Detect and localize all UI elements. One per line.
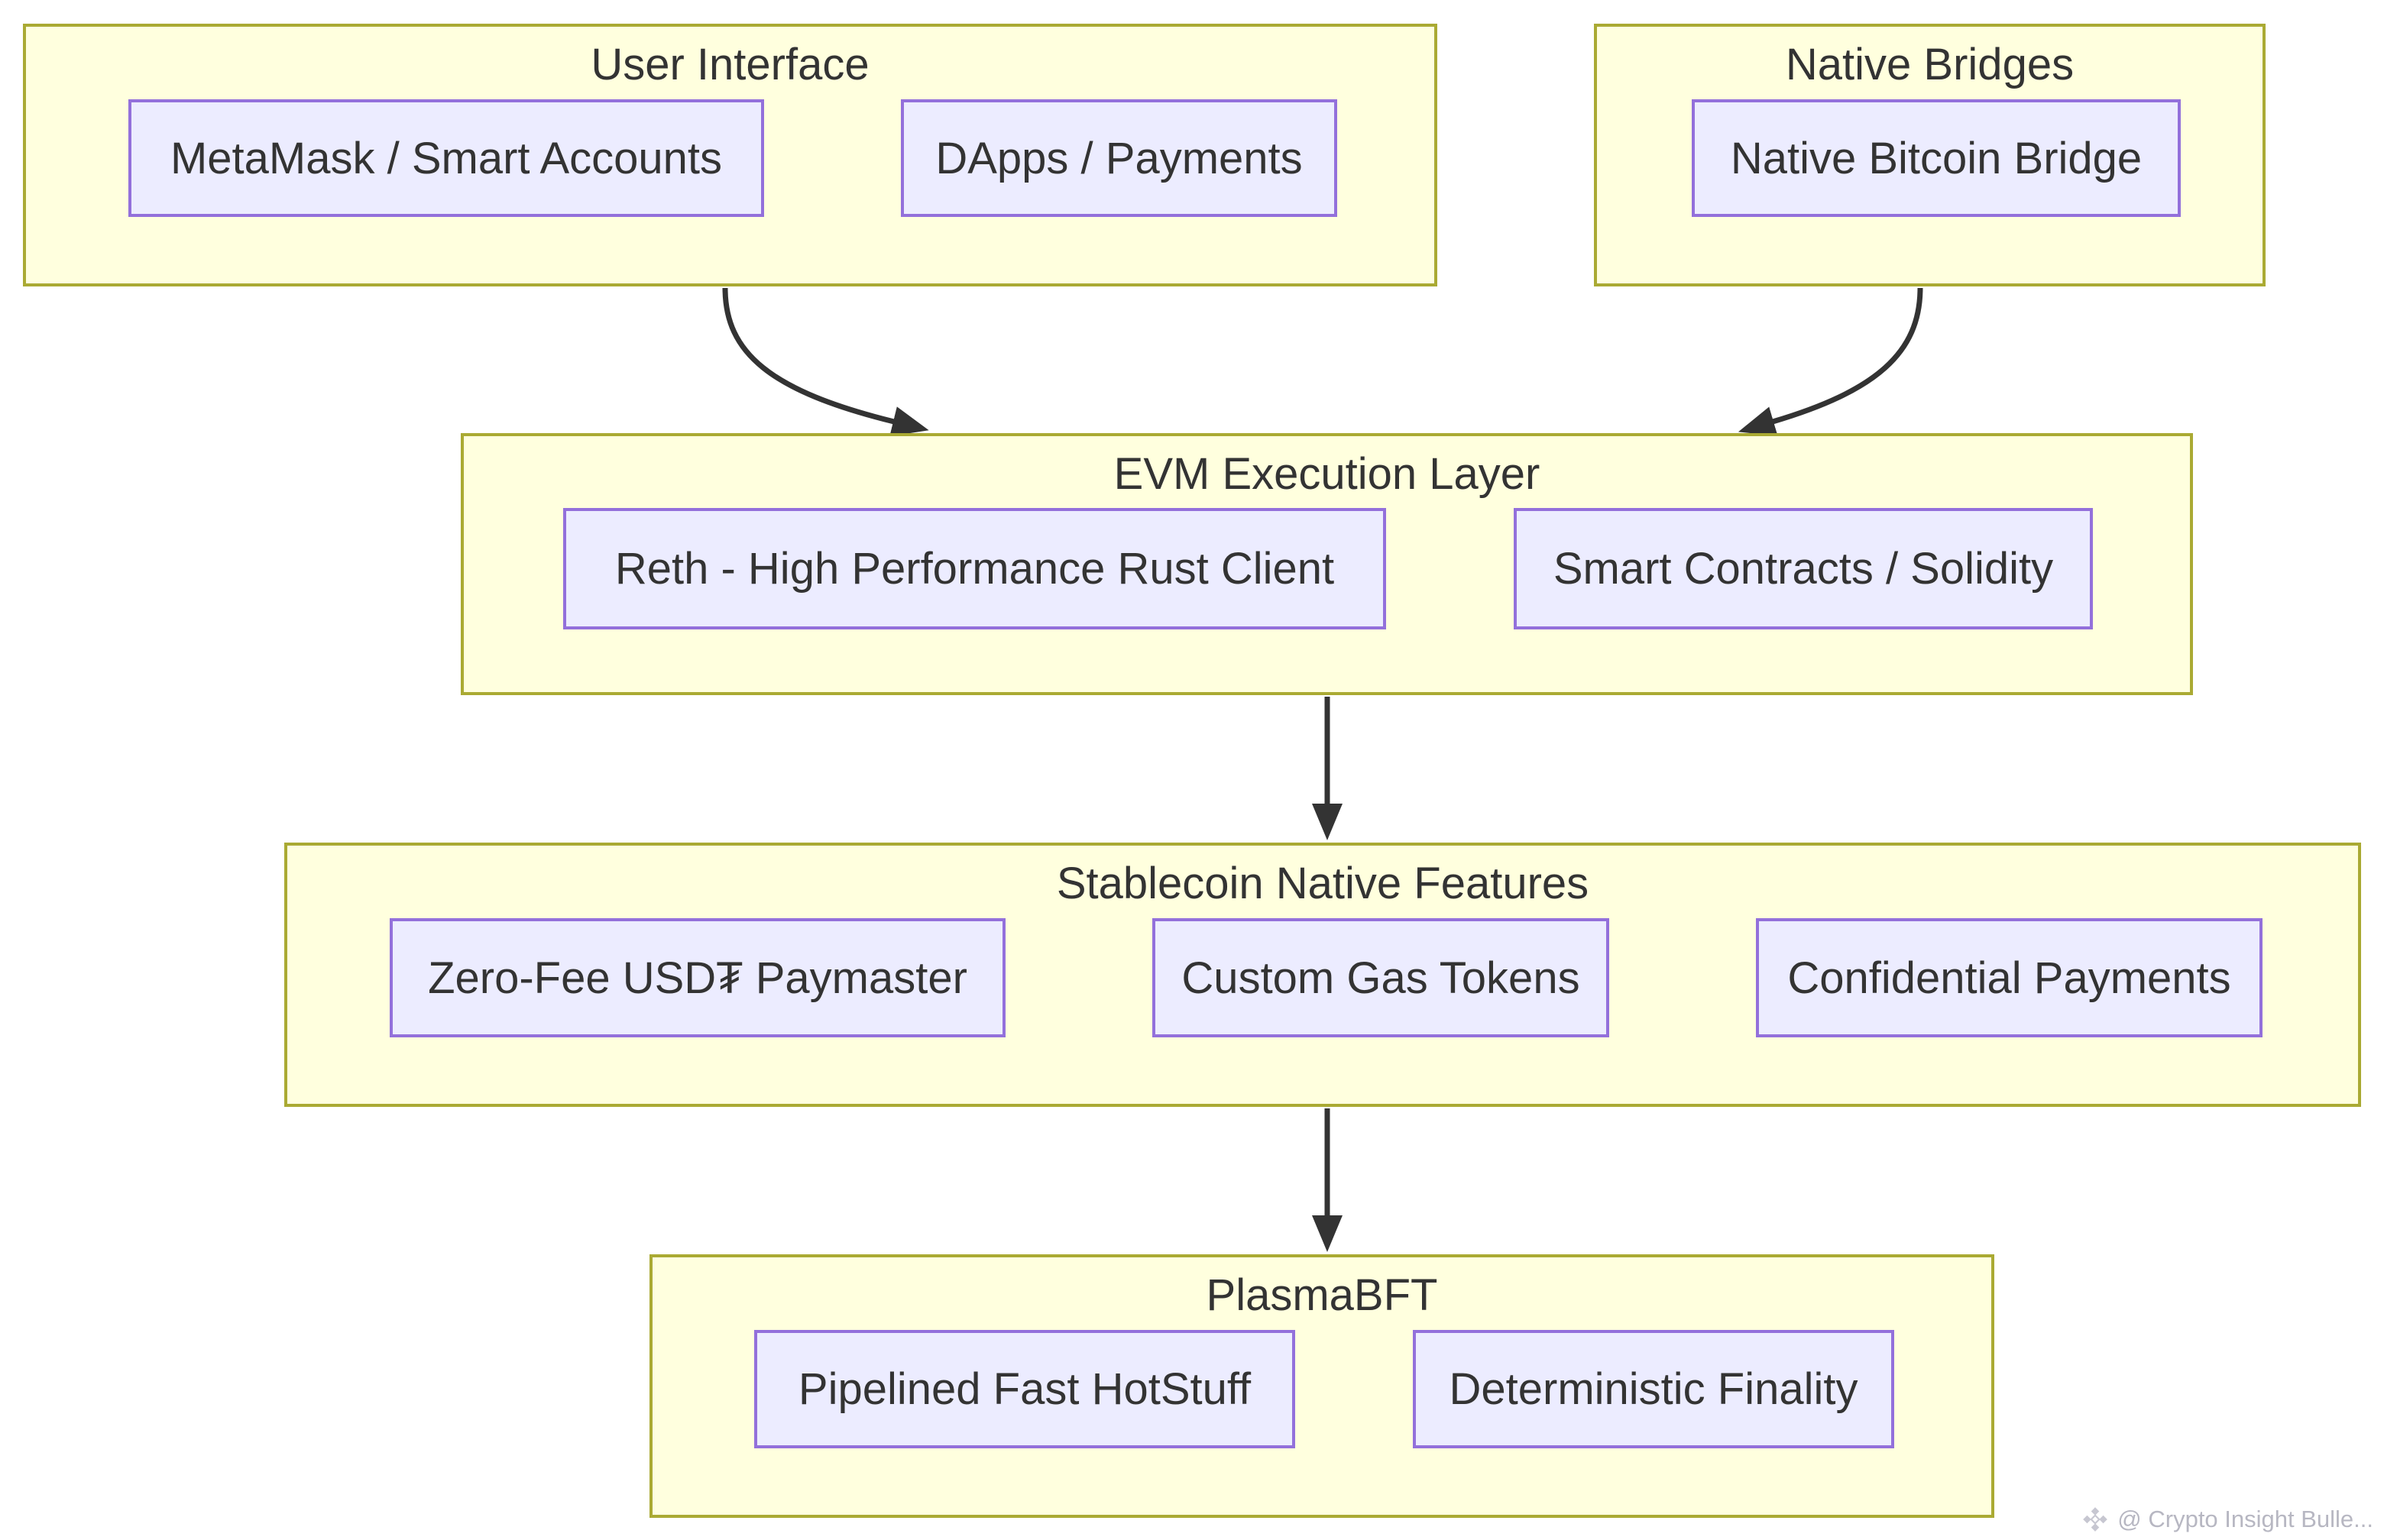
cluster-evm-execution-layer: EVM Execution Layer Reth - High Performa… <box>461 433 2193 695</box>
node-native-bitcoin-bridge: Native Bitcoin Bridge <box>1692 99 2181 217</box>
cluster-title-user-interface: User Interface <box>591 40 870 89</box>
node-confidential-payments: Confidential Payments <box>1756 918 2263 1037</box>
cluster-title-plasmabft: PlasmaBFT <box>1206 1270 1438 1320</box>
cluster-title-stablecoin-native-features: Stablecoin Native Features <box>1056 859 1589 908</box>
arrow-user-interface-to-evm <box>722 287 929 437</box>
gem-icon <box>2083 1507 2108 1532</box>
node-reth-rust-client: Reth - High Performance Rust Client <box>563 508 1386 629</box>
node-metamask-smart-accounts: MetaMask / Smart Accounts <box>128 99 764 217</box>
arrow-native-bridges-to-evm <box>1738 287 1923 436</box>
watermark: @ Crypto Insight Bulle... <box>2081 1505 2373 1534</box>
node-dapps-payments: DApps / Payments <box>901 99 1337 217</box>
cluster-title-native-bridges: Native Bridges <box>1785 40 2075 89</box>
cluster-user-interface: User Interface MetaMask / Smart Accounts… <box>23 24 1437 286</box>
node-smart-contracts-solidity: Smart Contracts / Solidity <box>1514 508 2093 629</box>
watermark-text: @ Crypto Insight Bulle... <box>2117 1506 2373 1532</box>
cluster-plasmabft: PlasmaBFT Pipelined Fast HotStuff Determ… <box>649 1254 1994 1518</box>
node-zero-fee-usdt-paymaster: Zero-Fee USD₮ Paymaster <box>390 918 1006 1037</box>
cluster-stablecoin-native-features: Stablecoin Native Features Zero-Fee USD₮… <box>284 843 2361 1107</box>
cluster-native-bridges: Native Bridges Native Bitcoin Bridge <box>1594 24 2266 286</box>
node-deterministic-finality: Deterministic Finality <box>1413 1330 1894 1448</box>
node-pipelined-fast-hotstuff: Pipelined Fast HotStuff <box>754 1330 1295 1448</box>
node-custom-gas-tokens: Custom Gas Tokens <box>1152 918 1609 1037</box>
cluster-title-evm-execution-layer: EVM Execution Layer <box>1113 449 1540 499</box>
